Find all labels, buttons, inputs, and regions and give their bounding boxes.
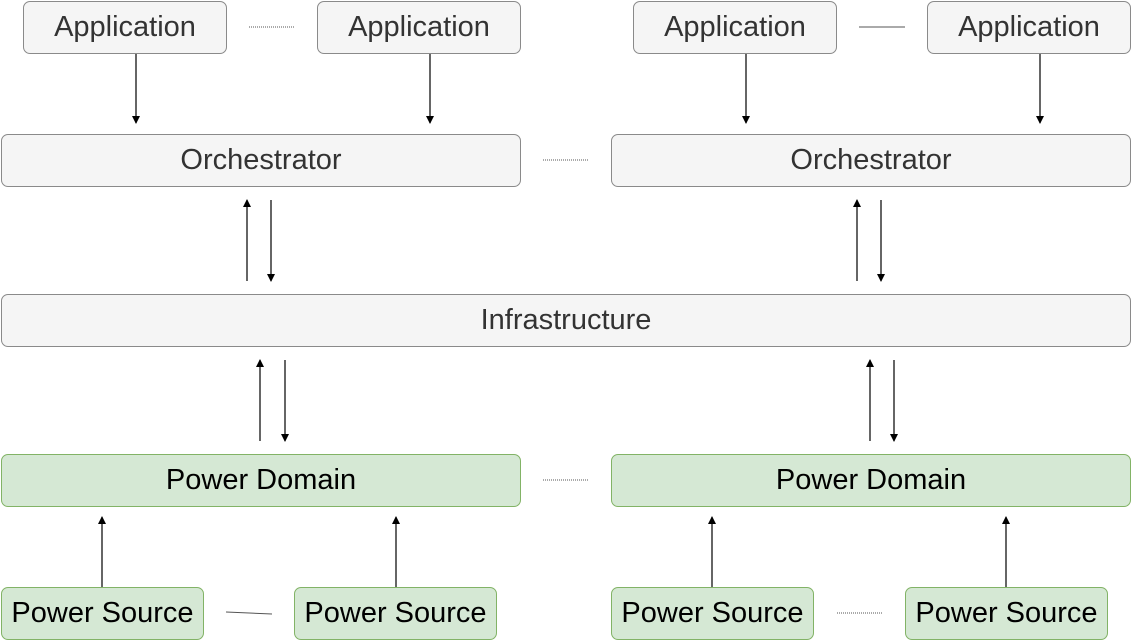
orchestrator-box-2: Orchestrator (611, 134, 1131, 187)
orchestrator-box-1: Orchestrator (1, 134, 521, 187)
link-ps-1-2 (225, 611, 273, 615)
power-domain-box-2: Power Domain (611, 454, 1131, 507)
application-box-4: Application (927, 1, 1131, 54)
power-source-box-1: Power Source (1, 587, 204, 640)
power-source-box-2: Power Source (294, 587, 497, 640)
application-box-2: Application (317, 1, 521, 54)
infrastructure-box: Infrastructure (1, 294, 1131, 347)
power-domain-box-1: Power Domain (1, 454, 521, 507)
application-box-3: Application (633, 1, 837, 54)
power-source-box-4: Power Source (905, 587, 1108, 640)
power-source-box-3: Power Source (611, 587, 814, 640)
application-box-1: Application (23, 1, 227, 54)
